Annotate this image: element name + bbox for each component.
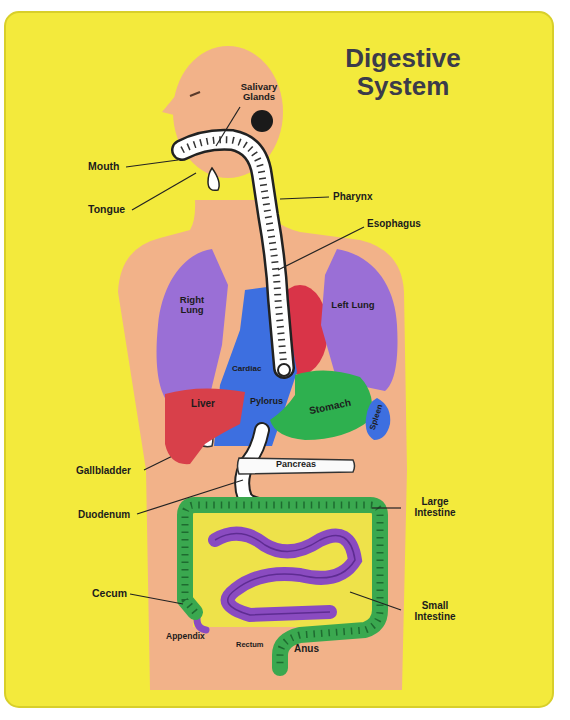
organ-fill [270,370,372,440]
leader-lines [126,107,401,610]
small-intestine-coil [215,534,355,615]
leader-line [350,592,401,610]
leader-line [126,160,178,167]
torso [118,200,407,690]
part-label: Duodenum [78,509,130,520]
abdomen-yellow [193,512,373,627]
part-label: Anus [294,643,319,654]
part-label: Rectum [236,641,264,649]
spleen-shape: Spleen [362,396,392,442]
part-label: Appendix [166,632,205,641]
organ-label: Left Lung [329,300,377,310]
organ-label: Liver [176,398,230,409]
leader-line [132,173,196,210]
organ-label: Right Lung [168,295,216,316]
organ-fill [165,388,245,464]
organ-outline [160,384,252,470]
part-label: Large Intestine [403,496,467,518]
organ-label: Pancreas [235,460,357,470]
organ-fill [321,249,398,391]
part-label: Pharynx [333,191,372,202]
eye [190,92,200,96]
part-label: Esophagus [367,218,421,229]
liver-shape: Liver [160,384,252,470]
leader-line [216,107,240,146]
part-label: Gallbladder [76,465,131,476]
leader-line [137,480,243,514]
lung-shape: Right Lung [150,245,260,410]
salivary-gland [251,110,273,132]
part-label: Small Intestine [403,600,467,622]
part-label: Tongue [88,204,125,216]
diagram-title: Digestive System [318,44,488,100]
part-label: Cecum [92,588,127,600]
nose [162,95,178,116]
part-label: Cardiac [232,365,261,374]
leader-line [372,507,401,508]
yellow-board [5,12,553,707]
pancreas-shape: Pancreas [235,455,357,477]
tongue-shape [208,168,219,190]
large-intestine [185,505,380,668]
leader-line [130,594,183,604]
part-label: Pylorus [250,397,283,407]
organ-fill [157,249,228,407]
part-label: Salivary Glands [226,82,292,103]
part-label: Mouth [88,161,120,173]
leader-line [280,197,329,199]
small-intestine-line [215,534,355,615]
organ-outline [150,245,260,410]
cardiac-opening [278,364,290,376]
large-intestine-ridges [185,505,380,668]
